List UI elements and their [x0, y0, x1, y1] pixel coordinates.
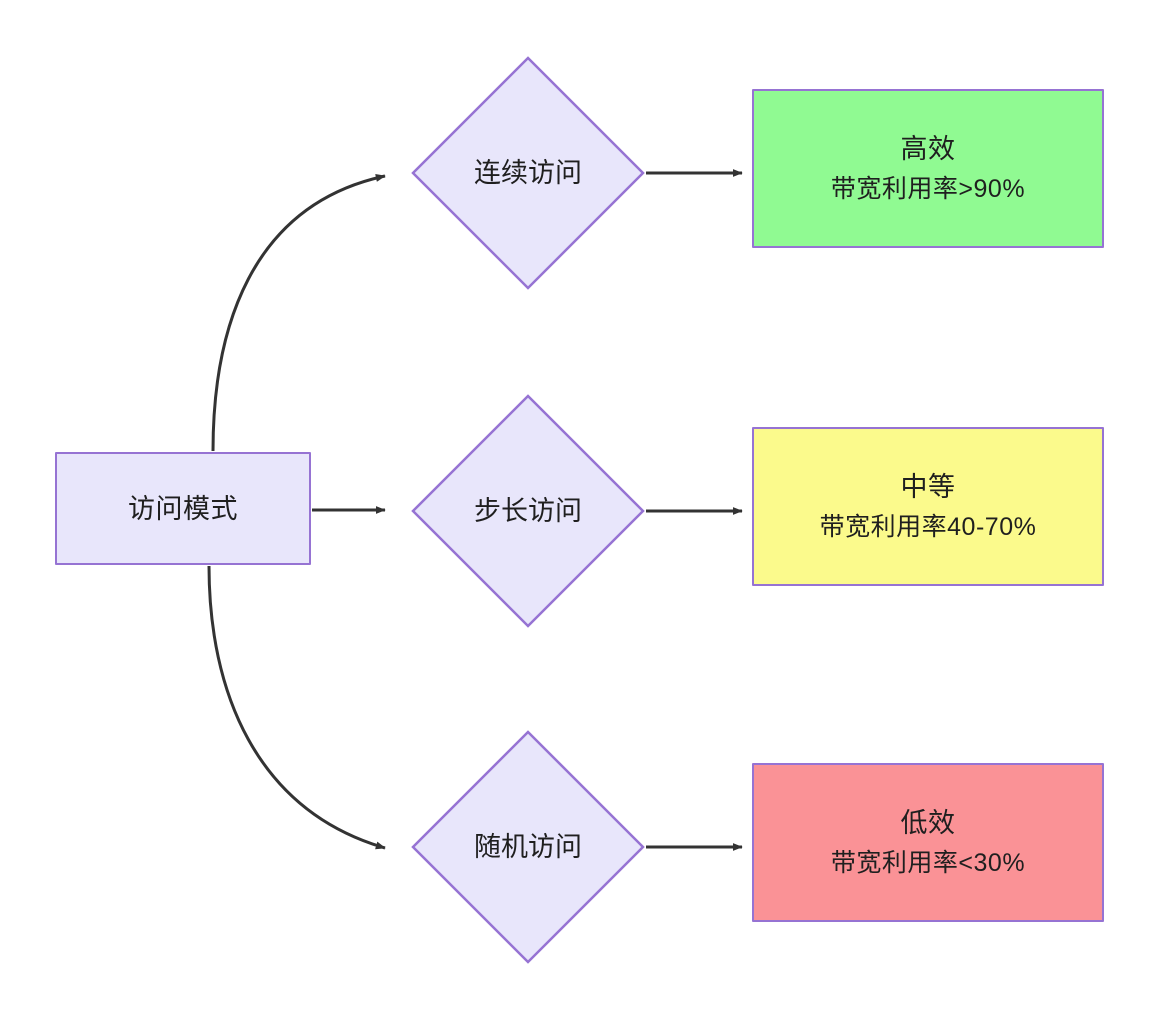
edge-root-to-sequential [211, 174, 386, 452]
edge-root-to-random [207, 565, 386, 850]
node-decision-strided[interactable]: 步长访问 [411, 394, 645, 628]
diamond-shape [411, 56, 645, 290]
node-result-high-efficiency[interactable]: 高效 带宽利用率>90% [752, 89, 1104, 248]
node-result-medium-detail: 带宽利用率40-70% [819, 512, 1037, 541]
node-result-high-title: 高效 [900, 133, 956, 164]
node-result-medium-efficiency[interactable]: 中等 带宽利用率40-70% [752, 427, 1104, 586]
node-access-pattern[interactable]: 访问模式 [55, 452, 311, 565]
node-decision-random[interactable]: 随机访问 [411, 730, 645, 964]
node-result-medium-title: 中等 [900, 471, 956, 502]
node-result-low-detail: 带宽利用率<30% [830, 848, 1026, 877]
node-result-low-title: 低效 [900, 807, 956, 838]
diamond-shape [411, 394, 645, 628]
node-decision-random-label: 随机访问 [474, 832, 582, 862]
node-decision-sequential[interactable]: 连续访问 [411, 56, 645, 290]
diamond-shape [411, 730, 645, 964]
node-decision-sequential-label: 连续访问 [474, 158, 582, 188]
node-access-pattern-label: 访问模式 [128, 493, 238, 524]
node-decision-strided-label: 步长访问 [474, 496, 582, 526]
node-result-low-efficiency[interactable]: 低效 带宽利用率<30% [752, 763, 1104, 922]
node-result-high-detail: 带宽利用率>90% [830, 174, 1026, 203]
